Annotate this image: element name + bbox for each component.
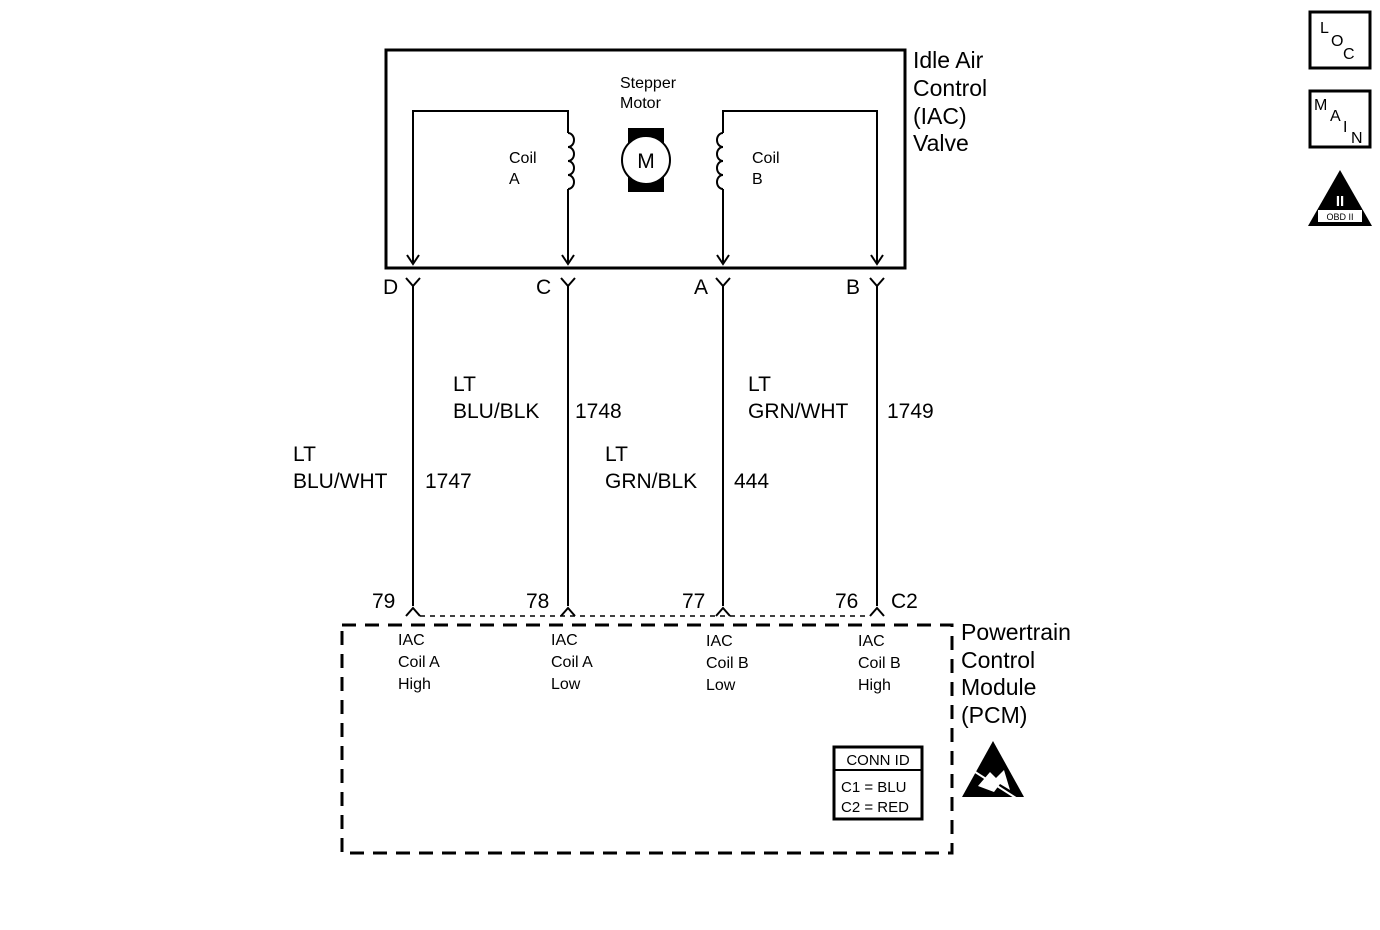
- svg-text:IAC: IAC: [398, 632, 425, 649]
- svg-text:IAC: IAC: [551, 632, 578, 649]
- harness-wires: [412, 286, 878, 606]
- svg-text:(IAC): (IAC): [913, 103, 967, 129]
- svg-text:BLU/BLK: BLU/BLK: [453, 400, 539, 423]
- svg-text:Powertrain: Powertrain: [961, 619, 1071, 645]
- svg-text:GRN/BLK: GRN/BLK: [605, 470, 697, 493]
- loc-letter: L: [1320, 20, 1329, 37]
- loc-letter: C: [1343, 46, 1355, 63]
- terminal-d-label: D: [383, 276, 398, 299]
- esd-warning-icon: [962, 741, 1024, 799]
- wire-1747-label: LT BLU/WHT 1747: [293, 443, 472, 493]
- terminal-b-label: B: [846, 276, 860, 299]
- pcm-pin-79: 79: [372, 590, 395, 613]
- svg-text:LT: LT: [605, 443, 628, 466]
- svg-text:High: High: [398, 676, 431, 693]
- coil-b: Coil B: [716, 110, 878, 262]
- coil-a-label: Coil: [509, 150, 537, 167]
- svg-text:High: High: [858, 677, 891, 694]
- svg-text:LT: LT: [293, 443, 316, 466]
- pcm-func-coil-b-high: IAC Coil B High: [858, 633, 901, 694]
- svg-text:BLU/WHT: BLU/WHT: [293, 470, 388, 493]
- coil-a: Coil A: [412, 110, 575, 262]
- pcm-func-coil-b-low: IAC Coil B Low: [706, 633, 749, 694]
- valve-connector-forks: [405, 277, 885, 288]
- svg-text:Coil A: Coil A: [551, 654, 593, 671]
- svg-text:Coil B: Coil B: [706, 655, 749, 672]
- obd-numeral: II: [1336, 193, 1344, 210]
- pcm-connector: [405, 606, 885, 617]
- pcm-func-coil-a-high: IAC Coil A High: [398, 632, 440, 693]
- pcm-title: Powertrain Control Module (PCM): [961, 619, 1071, 728]
- pcm-pin-78: 78: [526, 590, 549, 613]
- main-icon[interactable]: M A I N: [1308, 89, 1372, 149]
- main-letter: N: [1351, 130, 1363, 147]
- conn-id-table: CONN ID C1 = BLU C2 = RED: [832, 745, 924, 821]
- coil-b-label: B: [752, 171, 763, 188]
- svg-text:LT: LT: [453, 373, 476, 396]
- conn-id-header: CONN ID: [846, 752, 910, 769]
- svg-text:LT: LT: [748, 373, 771, 396]
- svg-text:IAC: IAC: [706, 633, 733, 650]
- pcm-box: [340, 623, 954, 855]
- obd-ii-icon[interactable]: II OBD II: [1308, 170, 1372, 226]
- motor-label: Stepper: [620, 75, 677, 92]
- svg-text:Module: Module: [961, 674, 1036, 700]
- svg-text:1749: 1749: [887, 400, 934, 423]
- pcm-pin-76: 76: [835, 590, 858, 613]
- coil-a-label: A: [509, 171, 520, 188]
- iac-valve-title: Idle Air Control (IAC) Valve: [913, 47, 987, 156]
- svg-text:Coil A: Coil A: [398, 654, 440, 671]
- stepper-motor: Stepper Motor M: [620, 75, 677, 192]
- svg-text:1747: 1747: [425, 470, 472, 493]
- main-letter: I: [1343, 119, 1347, 136]
- svg-text:Valve: Valve: [913, 130, 969, 156]
- svg-text:Coil B: Coil B: [858, 655, 901, 672]
- svg-text:1748: 1748: [575, 400, 622, 423]
- svg-text:Low: Low: [706, 677, 736, 694]
- wire-1748-label: LT BLU/BLK 1748: [453, 373, 622, 423]
- svg-text:444: 444: [734, 470, 769, 493]
- pcm-func-coil-a-low: IAC Coil A Low: [551, 632, 593, 693]
- conn-id-row: C1 = BLU: [841, 779, 906, 796]
- terminal-a-label: A: [694, 276, 708, 299]
- obd-label: OBD II: [1326, 212, 1353, 222]
- loc-icon[interactable]: L O C: [1308, 10, 1372, 70]
- main-letter: M: [1314, 97, 1327, 114]
- svg-text:Control: Control: [913, 75, 987, 101]
- pcm-pin-77: 77: [682, 590, 705, 613]
- pcm-connector-label: C2: [891, 590, 918, 613]
- conn-id-row: C2 = RED: [841, 799, 909, 816]
- svg-text:GRN/WHT: GRN/WHT: [748, 400, 848, 423]
- wire-1749-label: LT GRN/WHT 1749: [748, 373, 934, 423]
- valve-terminal-arrows: [406, 254, 884, 266]
- loc-letter: O: [1331, 33, 1343, 50]
- iac-valve-box: [384, 48, 907, 270]
- main-letter: A: [1330, 108, 1341, 125]
- svg-text:(PCM): (PCM): [961, 702, 1027, 728]
- motor-symbol: M: [637, 150, 655, 173]
- svg-text:Low: Low: [551, 676, 581, 693]
- wire-444-label: LT GRN/BLK 444: [605, 443, 769, 493]
- terminal-c-label: C: [536, 276, 551, 299]
- svg-text:Idle Air: Idle Air: [913, 47, 984, 73]
- motor-label: Motor: [620, 95, 662, 112]
- svg-text:IAC: IAC: [858, 633, 885, 650]
- coil-b-label: Coil: [752, 150, 780, 167]
- svg-text:Control: Control: [961, 647, 1035, 673]
